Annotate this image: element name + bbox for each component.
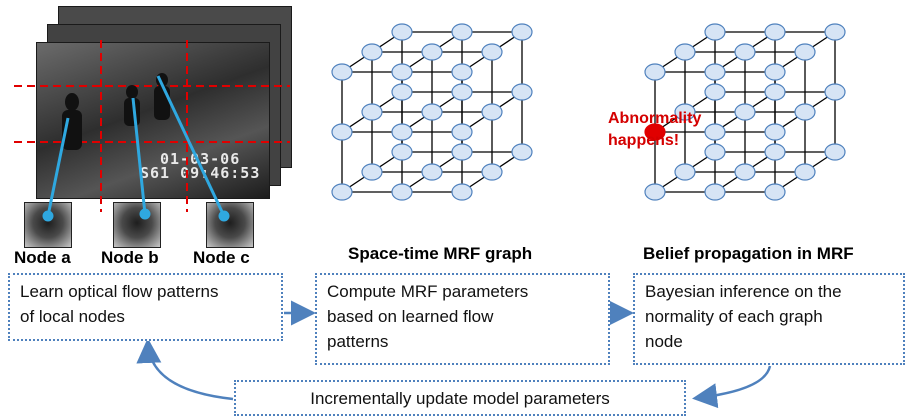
graph-node — [511, 143, 533, 161]
graph-node — [361, 163, 383, 181]
graph-node — [704, 183, 726, 201]
graph-node — [704, 83, 726, 101]
node-a-label: Node a — [14, 248, 71, 267]
graph-node — [704, 23, 726, 41]
graph-node — [451, 143, 473, 161]
graph-node — [451, 183, 473, 201]
learn-step-line2: of local nodes — [20, 307, 125, 326]
graph-node — [764, 123, 786, 141]
node-b-label: Node b — [101, 248, 159, 267]
graph-node — [391, 23, 413, 41]
compute-mrf-step-box: Compute MRF parameters based on learned … — [315, 273, 610, 365]
graph-node — [644, 63, 666, 81]
graph-node — [331, 123, 353, 141]
infer-step-line3: node — [645, 332, 683, 351]
graph-node — [824, 23, 846, 41]
graph-node — [481, 43, 503, 61]
abnormality-annotation: Abnormality happens! — [608, 108, 701, 152]
video-timestamp-date: 01-03-06 — [160, 150, 241, 168]
graph-node — [644, 183, 666, 201]
compute-step-line1: Compute MRF parameters — [327, 282, 529, 301]
compute-step-line3: patterns — [327, 332, 389, 351]
graph-node — [361, 43, 383, 61]
graph-node — [794, 163, 816, 181]
graph-node — [794, 103, 816, 121]
graph-node — [391, 83, 413, 101]
graph-node — [764, 63, 786, 81]
graph-node — [824, 143, 846, 161]
infer-step-line2: normality of each graph — [645, 307, 823, 326]
update-model-step-box: Incrementally update model parameters — [234, 380, 686, 416]
graph-node — [451, 83, 473, 101]
graph-node — [674, 163, 696, 181]
graph-node — [361, 103, 383, 121]
graph-node — [421, 43, 443, 61]
graph-node — [481, 163, 503, 181]
graph-node — [674, 103, 696, 121]
compute-step-line2: based on learned flow — [327, 307, 494, 326]
graph-node — [421, 103, 443, 121]
flow-arrows — [136, 300, 772, 409]
abnormal-graph-node — [644, 123, 666, 141]
graph-node — [451, 63, 473, 81]
graph-node — [331, 183, 353, 201]
graph-node — [764, 83, 786, 101]
graph-node — [391, 123, 413, 141]
graph-node — [764, 23, 786, 41]
graph-node — [794, 43, 816, 61]
update-step-label: Incrementally update model parameters — [310, 389, 610, 408]
graph-node — [734, 163, 756, 181]
video-timestamp-time: S61 09:46:53 — [140, 164, 261, 182]
node-b-thumbnail — [113, 202, 161, 248]
graph-node — [704, 143, 726, 161]
belief-propagation-title: Belief propagation in MRF — [643, 244, 854, 263]
learn-step-line1: Learn optical flow patterns — [20, 282, 219, 301]
mrf-graph-cube — [331, 23, 533, 201]
graph-node — [734, 103, 756, 121]
node-c-label: Node c — [193, 248, 250, 267]
graph-node — [734, 43, 756, 61]
graph-node — [704, 123, 726, 141]
abnormality-label-line2: happens! — [608, 132, 680, 149]
mrf-graph-title: Space-time MRF graph — [348, 244, 533, 263]
graph-node — [764, 143, 786, 161]
learn-flow-step-box: Learn optical flow patterns of local nod… — [8, 273, 283, 341]
graph-node — [391, 183, 413, 201]
person-silhouettes — [62, 73, 170, 150]
node-pointer-lines — [42, 75, 230, 222]
abnormality-label-line1: Abnormality — [608, 110, 702, 127]
graph-node — [511, 83, 533, 101]
graph-node — [674, 43, 696, 61]
graph-node — [421, 163, 443, 181]
video-grid-lines — [14, 40, 290, 212]
graph-node — [391, 143, 413, 161]
graph-node — [451, 123, 473, 141]
graph-node — [451, 23, 473, 41]
graph-node — [391, 63, 413, 81]
graph-node — [481, 103, 503, 121]
graph-node — [824, 83, 846, 101]
bayesian-inference-step-box: Bayesian inference on the normality of e… — [633, 273, 905, 365]
graph-node — [331, 63, 353, 81]
graph-node — [764, 183, 786, 201]
graph-node — [511, 23, 533, 41]
graph-node — [704, 63, 726, 81]
belief-propagation-cube — [644, 23, 846, 201]
node-c-thumbnail — [206, 202, 254, 248]
infer-step-line1: Bayesian inference on the — [645, 282, 842, 301]
